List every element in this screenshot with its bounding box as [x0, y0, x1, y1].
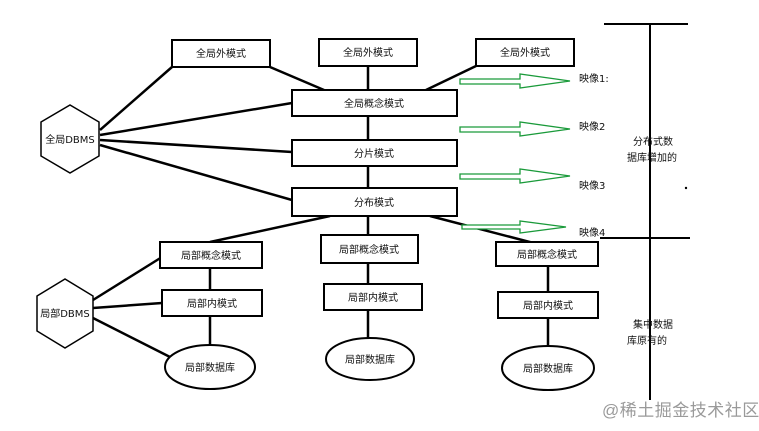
watermark-text: @稀土掘金技术社区: [602, 401, 759, 420]
global-dbms-label: 全局DBMS: [45, 133, 95, 146]
distributed-added-label-line2: 据库增加的: [627, 151, 677, 164]
local-db-label-1: 局部数据库: [185, 361, 235, 374]
mapping-arrow-4: [461, 220, 567, 234]
local-conceptual-box-2: [320, 234, 419, 264]
external-schema-box-3: [475, 38, 575, 67]
distributed-added-label-line1: 分布式数: [633, 135, 673, 148]
distribution-label: 分布模式: [354, 196, 394, 209]
local-conceptual-label-1: 局部概念模式: [181, 249, 241, 262]
local-internal-label-1: 局部内模式: [187, 297, 237, 310]
centralized-original-label-line2: 库原有的: [627, 334, 667, 347]
global-conceptual-box: [291, 89, 458, 117]
mapping-arrow-3: [459, 168, 571, 184]
external-schema-box-2: [318, 38, 418, 67]
dot-mark: [684, 186, 688, 190]
local-internal-box-3: [497, 291, 599, 319]
local-conceptual-box-1: [159, 241, 263, 269]
mapping-label-3: 映像3: [579, 180, 605, 192]
local-conceptual-label-2: 局部概念模式: [339, 243, 399, 256]
external-schema-box-1: [171, 39, 271, 68]
local-db-label-3: 局部数据库: [523, 362, 573, 375]
global-dbms-hexagon: [40, 104, 100, 174]
database-ellipses: [164, 337, 595, 391]
connectors: [92, 64, 550, 360]
external-schema-label-1: 全局外模式: [196, 47, 246, 60]
scope-bracket: [600, 23, 690, 400]
external-schema-label-3: 全局外模式: [500, 46, 550, 59]
local-db-ellipse-1: [164, 344, 256, 390]
mapping-label-4: 映像4: [579, 227, 605, 239]
local-internal-box-1: [161, 289, 263, 317]
fragment-box: [291, 139, 458, 167]
local-internal-box-2: [323, 283, 423, 311]
local-db-label-2: 局部数据库: [345, 353, 395, 366]
local-db-ellipse-3: [501, 345, 595, 391]
local-conceptual-label-3: 局部概念模式: [517, 248, 577, 261]
local-internal-label-2: 局部内模式: [348, 291, 398, 304]
fragment-label: 分片模式: [354, 147, 394, 160]
distribution-box: [291, 187, 458, 217]
local-dbms-label: 局部DBMS: [40, 307, 90, 320]
schema-boxes: [159, 38, 599, 319]
local-internal-label-3: 局部内模式: [523, 299, 573, 312]
local-dbms-hexagon: [36, 278, 94, 349]
local-conceptual-box-3: [495, 241, 599, 267]
local-db-ellipse-2: [325, 337, 415, 381]
global-conceptual-label: 全局概念模式: [344, 97, 404, 110]
centralized-original-label-line1: 集中数据: [633, 318, 673, 331]
mapping-arrows: [459, 73, 571, 234]
external-schema-label-2: 全局外模式: [343, 46, 393, 59]
mapping-arrow-2: [459, 121, 571, 137]
mapping-label-1: 映像1:: [579, 73, 609, 85]
mapping-arrow-1: [459, 73, 571, 89]
mapping-label-2: 映像2: [579, 121, 605, 133]
